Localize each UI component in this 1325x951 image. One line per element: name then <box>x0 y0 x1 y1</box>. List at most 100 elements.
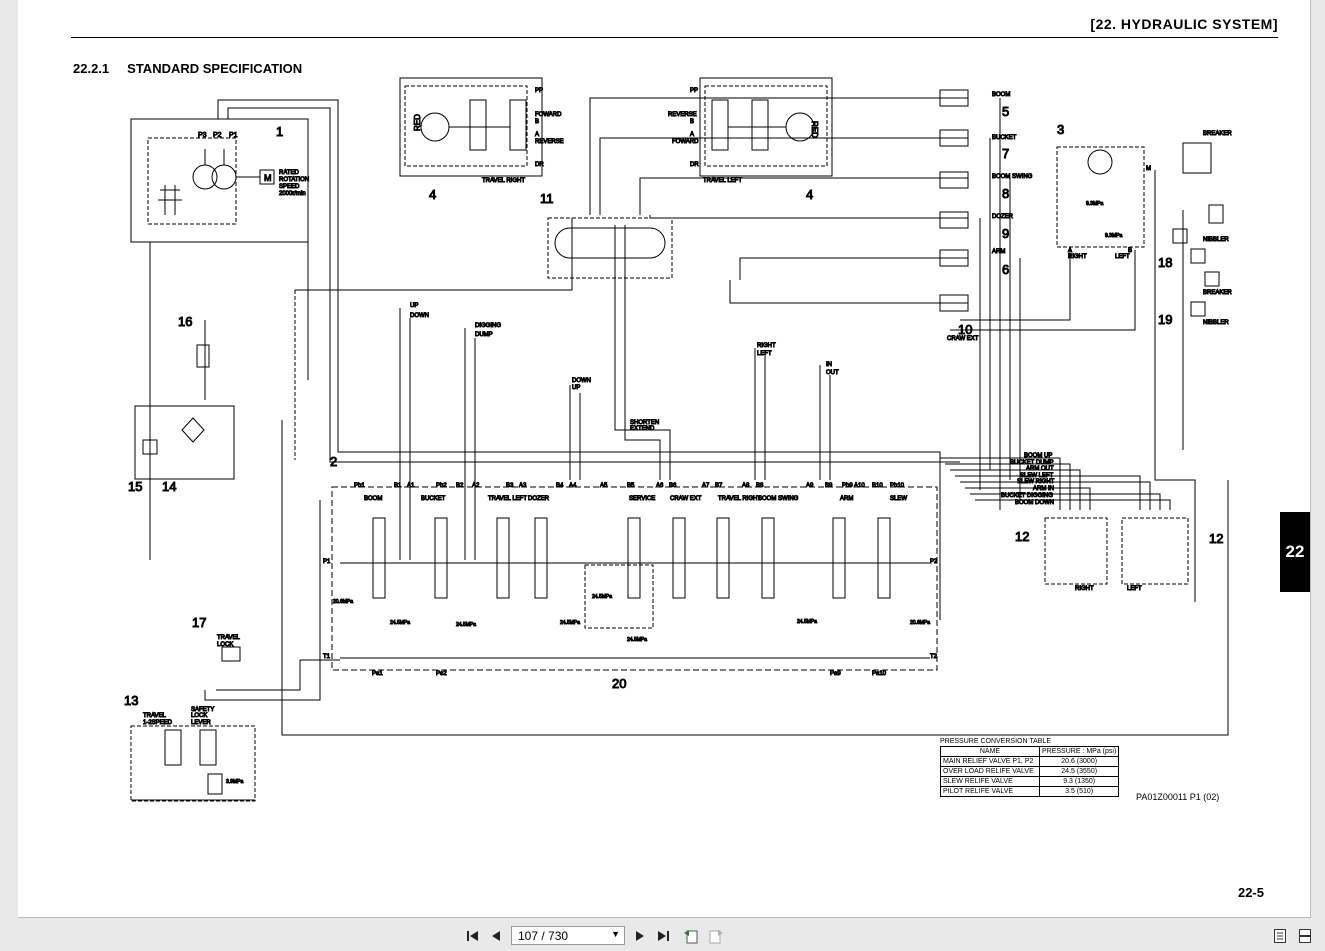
sec-craw-ext: CRAW EXT <box>670 496 702 502</box>
previous-page-icon[interactable] <box>488 927 504 945</box>
pump-rotation: ROTATION <box>279 177 309 183</box>
line-down-2: DOWN <box>572 378 591 384</box>
cv-pa1: Pa1 <box>372 671 383 677</box>
port-p2: P2 <box>213 132 222 139</box>
sec-boom: BOOM <box>364 496 382 502</box>
table-header: NAME <box>940 746 1040 757</box>
slew-relief-2: 9.3MPa <box>1105 233 1122 239</box>
travel-lock-2: LOCK <box>217 642 233 648</box>
line-up-2: UP <box>572 385 580 391</box>
table-row: MAIN RELIEF VALVE P1, P2 20.6 (3000) <box>940 756 1120 767</box>
cv-pb10: Pb10 <box>890 483 905 489</box>
tl-reverse: REVERSE <box>668 112 697 118</box>
relief-5: 24.5MPa <box>627 637 647 643</box>
table-cell: 9.3 (1350) <box>1038 776 1120 787</box>
cv-b6: B6 <box>669 483 677 489</box>
cv-t2: T2 <box>930 654 938 660</box>
cv-a1: A1 <box>407 483 415 489</box>
slew-left: LEFT <box>1115 254 1130 260</box>
tr-a: A <box>535 132 539 138</box>
relief-3: 24.5MPa <box>560 620 580 626</box>
line-extend: EXTEND <box>630 426 655 432</box>
sec-slew: SLEW <box>890 496 907 502</box>
travel-lock-1: TRAVEL <box>217 635 241 641</box>
cv-b10: B10 <box>872 483 883 489</box>
cyl-boom-swing: BOOM SWING <box>992 174 1033 180</box>
relief-main-p2: 20.6MPa <box>910 620 930 626</box>
pressure-table-title: PRESSURE CONVERSION TABLE <box>940 738 1051 745</box>
slew-right: RIGHT <box>1068 254 1087 260</box>
cv-p1: P1 <box>323 559 331 565</box>
cylinder-labels: BOOM BUCKET BOOM SWING DOZER ARM CRAW EX… <box>947 92 1034 343</box>
cv-a3: A3 <box>519 483 527 489</box>
chevron-down-icon: ▼ <box>611 929 620 939</box>
cv-a4: A4 <box>569 483 577 489</box>
pc-lever: LEVER <box>191 720 211 726</box>
callout-19: 19 <box>1158 312 1172 327</box>
page-selector-value: 107 / 730 <box>518 928 569 943</box>
pressure-table: NAME PRESSURE : MPa (psi) MAIN RELIEF VA… <box>940 746 1120 797</box>
continuous-view-icon[interactable] <box>1297 927 1313 945</box>
cv-p2: P2 <box>930 559 938 565</box>
pilot-relief <box>196 344 210 368</box>
cv-b7: B7 <box>715 483 723 489</box>
page-selector[interactable]: 107 / 730 ▼ <box>511 926 625 945</box>
single-page-view-icon[interactable] <box>1272 927 1288 945</box>
main-pump <box>130 118 309 243</box>
callout-14: 14 <box>162 479 176 494</box>
cv-b3: B3 <box>506 483 514 489</box>
line-down: DOWN <box>410 313 429 319</box>
page-number: 22-5 <box>1237 885 1264 900</box>
pilot-boom-down: BOOM DOWN <box>1015 500 1054 506</box>
pc-travel: TRAVEL <box>143 713 167 719</box>
section-title: STANDARD SPECIFICATION <box>127 61 303 76</box>
pc-lock: LOCK <box>191 713 207 719</box>
pilot-boom-up: BOOM UP <box>1024 453 1052 459</box>
sec-arm: ARM <box>840 496 853 502</box>
pilot-bucket-dump: BUCKET DUMP <box>1010 460 1054 466</box>
slew-relief-1: 9.3MPa <box>1086 201 1103 207</box>
line-shorten: SHORTEN <box>630 420 659 426</box>
attach-breaker-2: BREAKER <box>1203 290 1232 296</box>
sec-travel-right: TRAVEL RIGHT <box>718 496 761 502</box>
tr-foward: FOWARD <box>535 112 562 118</box>
next-page-icon[interactable] <box>632 927 648 945</box>
pilot-arm-out: ARM OUT <box>1026 466 1054 472</box>
tr-dr: DR <box>535 162 544 168</box>
go-back-view-icon[interactable] <box>682 927 700 945</box>
first-page-icon[interactable] <box>465 927 481 945</box>
cv-a8: A8 <box>742 483 750 489</box>
pump-rated: RATED <box>279 170 300 176</box>
travel-left-motor <box>699 77 833 177</box>
chapter-header: [22. HYDRAULIC SYSTEM] <box>1090 16 1278 32</box>
last-page-icon[interactable] <box>655 927 671 945</box>
tr-reverse: REVERSE <box>535 139 564 145</box>
relief-main-p1: 20.6MPa <box>333 599 353 605</box>
go-forward-view-icon[interactable] <box>707 927 725 945</box>
cv-pb1: Pb1 <box>354 483 365 489</box>
rcv-left: LEFT <box>1127 586 1142 592</box>
travel-left-red: RED <box>810 121 819 138</box>
cv-b5: B5 <box>627 483 635 489</box>
line-left: LEFT <box>757 351 772 357</box>
table-cell: MAIN RELIEF VALVE P1, P2 <box>940 756 1040 767</box>
callout-9: 9 <box>1002 226 1009 241</box>
cv-a2: A2 <box>472 483 480 489</box>
relief-1: 24.5MPa <box>390 620 410 626</box>
control-valve <box>300 486 938 671</box>
cv-b1: B1 <box>394 483 402 489</box>
viewer-toolbar: 107 / 730 ▼ <box>0 922 1325 951</box>
cv-b2: B2 <box>456 483 464 489</box>
callout-11: 11 <box>540 191 554 206</box>
callout-20: 20 <box>612 676 626 691</box>
sec-dozer: DOZER <box>528 496 550 502</box>
line-in: IN <box>826 362 832 368</box>
relief-4: 24.5MPa <box>592 594 612 600</box>
callout-1: 1 <box>276 124 283 139</box>
table-header: PRESSURE : MPa (psi) <box>1038 746 1120 757</box>
cv-b8: B8 <box>756 483 764 489</box>
header-rule <box>71 37 1278 38</box>
tr-b: B <box>535 119 539 125</box>
port-p1: P1 <box>229 132 238 139</box>
pump-speed: SPEED <box>279 184 300 190</box>
